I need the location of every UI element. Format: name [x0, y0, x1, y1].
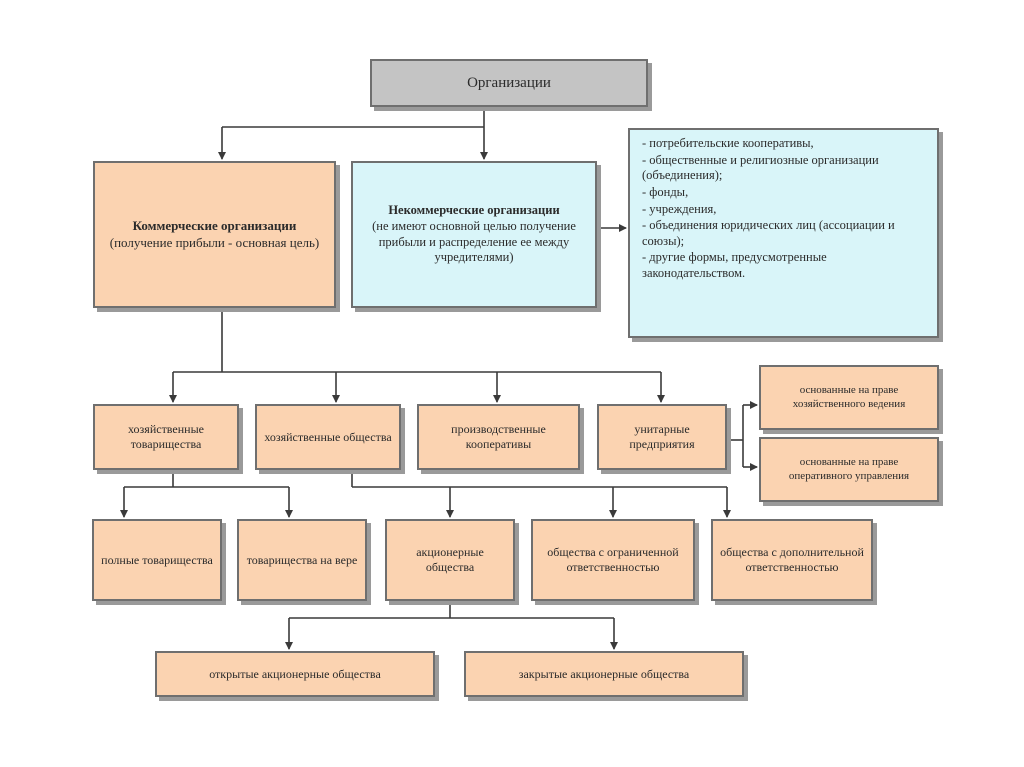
list-item: - общественные и религиозные организации… [642, 152, 879, 183]
list-item: - потребительские кооперативы, [642, 136, 814, 150]
list-item: - объединения юридических лиц (ассоциаци… [642, 218, 895, 248]
noncommercial-organizations-node: Некоммерческие организации (не имеют осн… [351, 161, 597, 308]
llc-node: общества с ограниченной ответственностью [531, 519, 695, 601]
list-item: - учреждения, [642, 201, 717, 216]
operational-management-node: основанные на праве оперативного управле… [759, 437, 939, 502]
additional-liability-companies-label: общества с дополнительной ответственност… [720, 545, 864, 574]
open-jsc-node: открытые акционерные общества [155, 651, 435, 697]
limited-partnerships-label: товарищества на вере [246, 552, 358, 567]
economic-management-label: основанные на праве хозяйственного веден… [792, 383, 906, 410]
unitary-enterprises-node: унитарные предприятия [597, 404, 727, 470]
societies-node: хозяйственные общества [255, 404, 401, 470]
economic-management-node: основанные на праве хозяйственного веден… [759, 365, 939, 430]
joint-stock-companies-label: акционерные общества [416, 545, 484, 574]
noncommercial-forms-list: - потребительские кооперативы, - обществ… [642, 136, 925, 283]
unitary-enterprises-label: унитарные предприятия [629, 422, 695, 451]
commercial-organizations-node: Коммерческие организации (получение приб… [93, 161, 336, 308]
llc-label: общества с ограниченной ответственностью [547, 545, 679, 574]
noncommercial-forms-node: - потребительские кооперативы, - обществ… [628, 128, 939, 338]
closed-jsc-node: закрытые акционерные общества [464, 651, 744, 697]
organizations-node: Организации [370, 59, 648, 107]
limited-partnerships-node: товарищества на вере [237, 519, 367, 601]
partnerships-label: хозяйственные товарищества [128, 422, 204, 451]
production-coops-node: производственные кооперативы [417, 404, 580, 470]
additional-liability-companies-node: общества с дополнительной ответственност… [711, 519, 873, 601]
commercial-note: (получение прибыли - основная цель) [109, 234, 320, 250]
noncommercial-title: Некоммерческие организации [388, 203, 560, 218]
production-coops-label: производственные кооперативы [451, 422, 546, 451]
open-jsc-label: открытые акционерные общества [209, 666, 381, 681]
closed-jsc-label: закрытые акционерные общества [518, 666, 690, 681]
noncommercial-note: (не имеют основной целью получение прибы… [372, 218, 576, 265]
joint-stock-companies-node: акционерные общества [385, 519, 515, 601]
societies-label: хозяйственные общества [264, 429, 392, 444]
list-item: - другие формы, предусмотренные законода… [642, 250, 827, 280]
commercial-title: Коммерческие организации [132, 218, 297, 234]
full-partnerships-node: полные товарищества [92, 519, 222, 601]
organizations-label: Организации [467, 74, 551, 91]
partnerships-node: хозяйственные товарищества [93, 404, 239, 470]
full-partnerships-label: полные товарищества [101, 552, 213, 567]
list-item: - фонды, [642, 184, 689, 199]
operational-management-label: основанные на праве оперативного управле… [788, 455, 910, 482]
